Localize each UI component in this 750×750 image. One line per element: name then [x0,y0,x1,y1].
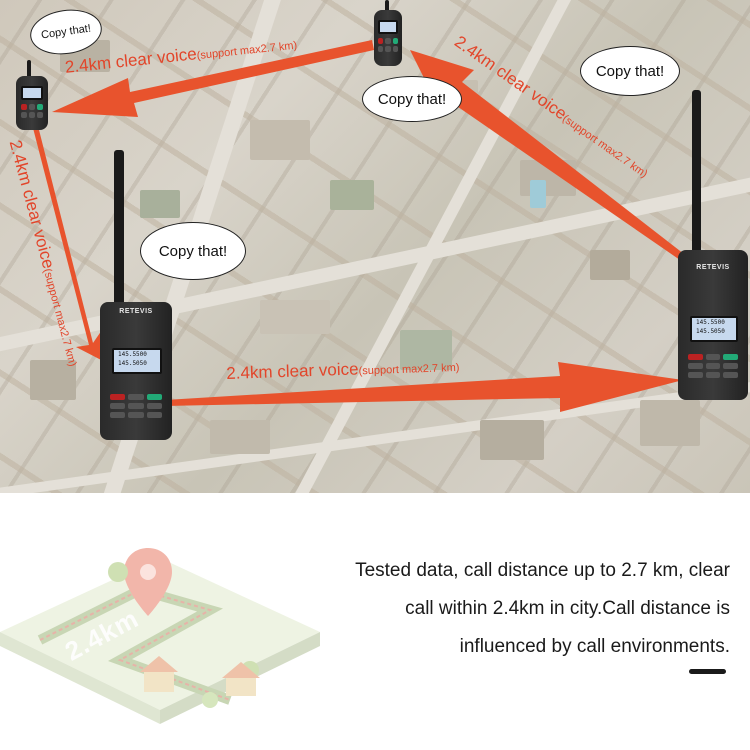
arrow-diagonal [410,50,684,260]
house-icon [144,670,174,692]
building [30,360,76,400]
tree-icon [202,692,218,708]
description-line: call within 2.4km in city.Call distance … [405,598,730,619]
route-line [39,588,231,701]
building [590,250,630,280]
radio-body [16,76,48,130]
building [250,120,310,160]
radio-right: RETEVIS 145.5500 145.5050 [678,90,748,400]
radio-top-left [16,60,48,130]
radio-screen: 145.5500 145.5050 [112,348,162,374]
radio-antenna [114,150,124,310]
description-text: Tested data, call distance up to 2.7 km,… [290,552,730,666]
radio-screen [21,86,43,100]
radio-antenna [27,60,31,78]
building [140,190,180,218]
arrow-label-main: 2.4km clear voice [226,359,359,383]
radio-body: RETEVIS 145.5500 145.5050 [100,302,172,440]
description-line: Tested data, call distance up to 2.7 km,… [355,560,730,581]
location-pin-icon [124,548,172,616]
speech-bubble-middle-left: Copy that! [140,222,246,280]
building [210,420,270,454]
speech-bubble-top-right: Copy that! [580,46,680,96]
radio-keypad [688,354,738,378]
radio-brand: RETEVIS [696,264,730,271]
radio-screen: 145.5500 145.5050 [690,316,738,342]
building [530,180,546,208]
building [330,180,374,210]
divider-dash [689,669,726,674]
radio-middle: RETEVIS 145.5500 145.5050 [100,150,172,440]
building [480,420,544,460]
building [260,300,330,334]
arrow-left-vertical [33,126,105,362]
radio-keypad [21,104,43,118]
map-illustration [0,548,320,724]
radio-screen-line: 145.5500 [118,351,147,358]
arrow-top-left [52,40,374,117]
house-icon [226,676,256,696]
radio-top-center [374,0,402,66]
radio-screen-line: 145.5050 [696,328,725,335]
arrow-layer [33,40,684,412]
radio-antenna [385,0,389,12]
building [400,330,452,370]
radio-screen-line: 145.5500 [696,319,725,326]
radio-antenna [692,90,701,260]
radio-body: RETEVIS 145.5500 145.5050 [678,250,748,400]
tree-icon [108,562,128,582]
speech-bubble-top-center: Copy that! [362,76,462,122]
arrow-bottom [165,362,683,412]
radio-keypad [378,38,398,52]
radio-screen-line: 145.5050 [118,360,147,367]
description-line: influenced by call environments. [459,636,730,657]
arrow-label-support: (support max2.7 km) [358,361,460,378]
map-tile-side [0,632,160,724]
radio-keypad [110,394,162,418]
radio-screen [378,20,398,34]
radio-body [374,10,402,66]
radio-brand: RETEVIS [119,308,153,315]
building [640,400,700,446]
